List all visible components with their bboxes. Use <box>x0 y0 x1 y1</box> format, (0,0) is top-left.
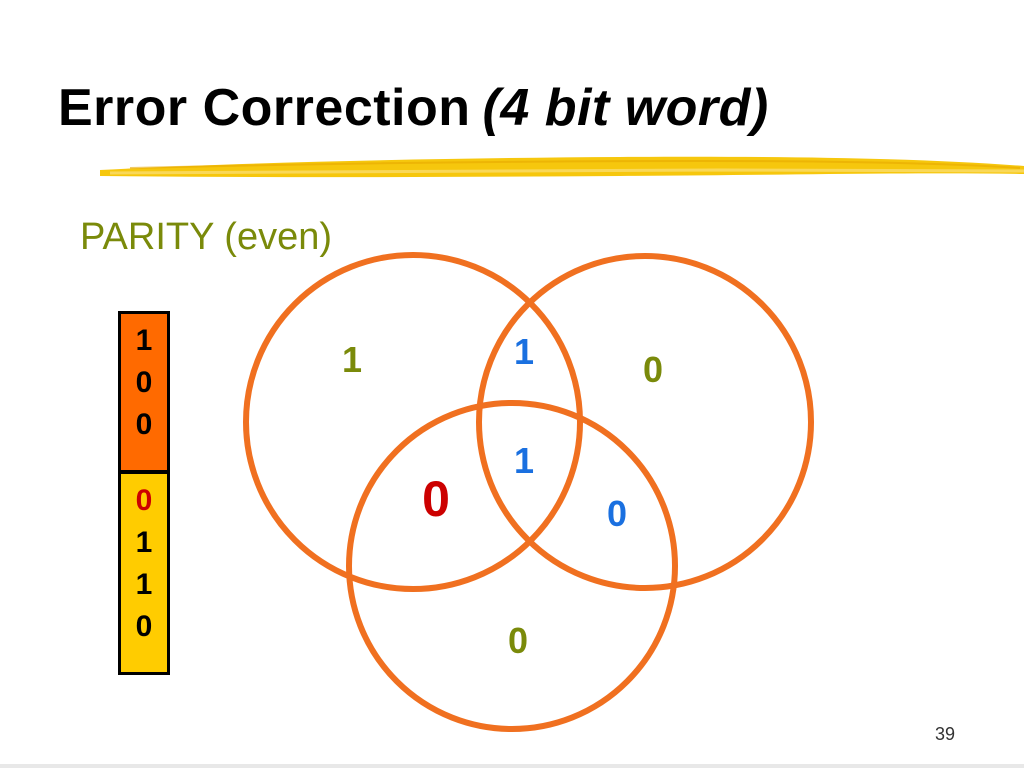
region-a-only: 1 <box>342 339 362 380</box>
data-bit: 0 <box>135 408 153 441</box>
circle-left <box>243 252 583 592</box>
data-bit: 1 <box>135 324 153 357</box>
circle-right <box>476 253 814 591</box>
parity-label: PARITY (even) <box>80 216 333 258</box>
title-underline-brushstroke <box>100 156 1024 178</box>
slide-title: Error Correction(4 bit word) <box>58 82 769 134</box>
bit-word-column: 1 0 0 0 1 1 0 <box>118 311 170 675</box>
parity-bits-group: 0 1 1 0 <box>121 474 167 672</box>
title-main: Error Correction <box>58 79 471 137</box>
data-bits-group: 1 0 0 <box>121 314 167 470</box>
page-number: 39 <box>935 724 956 744</box>
data-bit: 0 <box>135 366 153 399</box>
region-ab-overlap: 1 <box>514 331 534 372</box>
region-b-only: 0 <box>643 349 663 390</box>
parity-bit: 0 <box>135 610 153 643</box>
region-bc-overlap: 0 <box>607 493 627 534</box>
region-ac-overlap: 0 <box>422 471 450 527</box>
circle-bottom <box>346 400 678 732</box>
region-abc-center: 1 <box>514 440 534 481</box>
parity-bit: 1 <box>135 568 153 601</box>
footer-rule <box>0 764 1024 768</box>
parity-bit: 1 <box>135 526 153 559</box>
region-c-only: 0 <box>508 620 528 661</box>
parity-bit: 0 <box>135 484 153 517</box>
title-italic-part: (4 bit word) <box>482 79 769 137</box>
